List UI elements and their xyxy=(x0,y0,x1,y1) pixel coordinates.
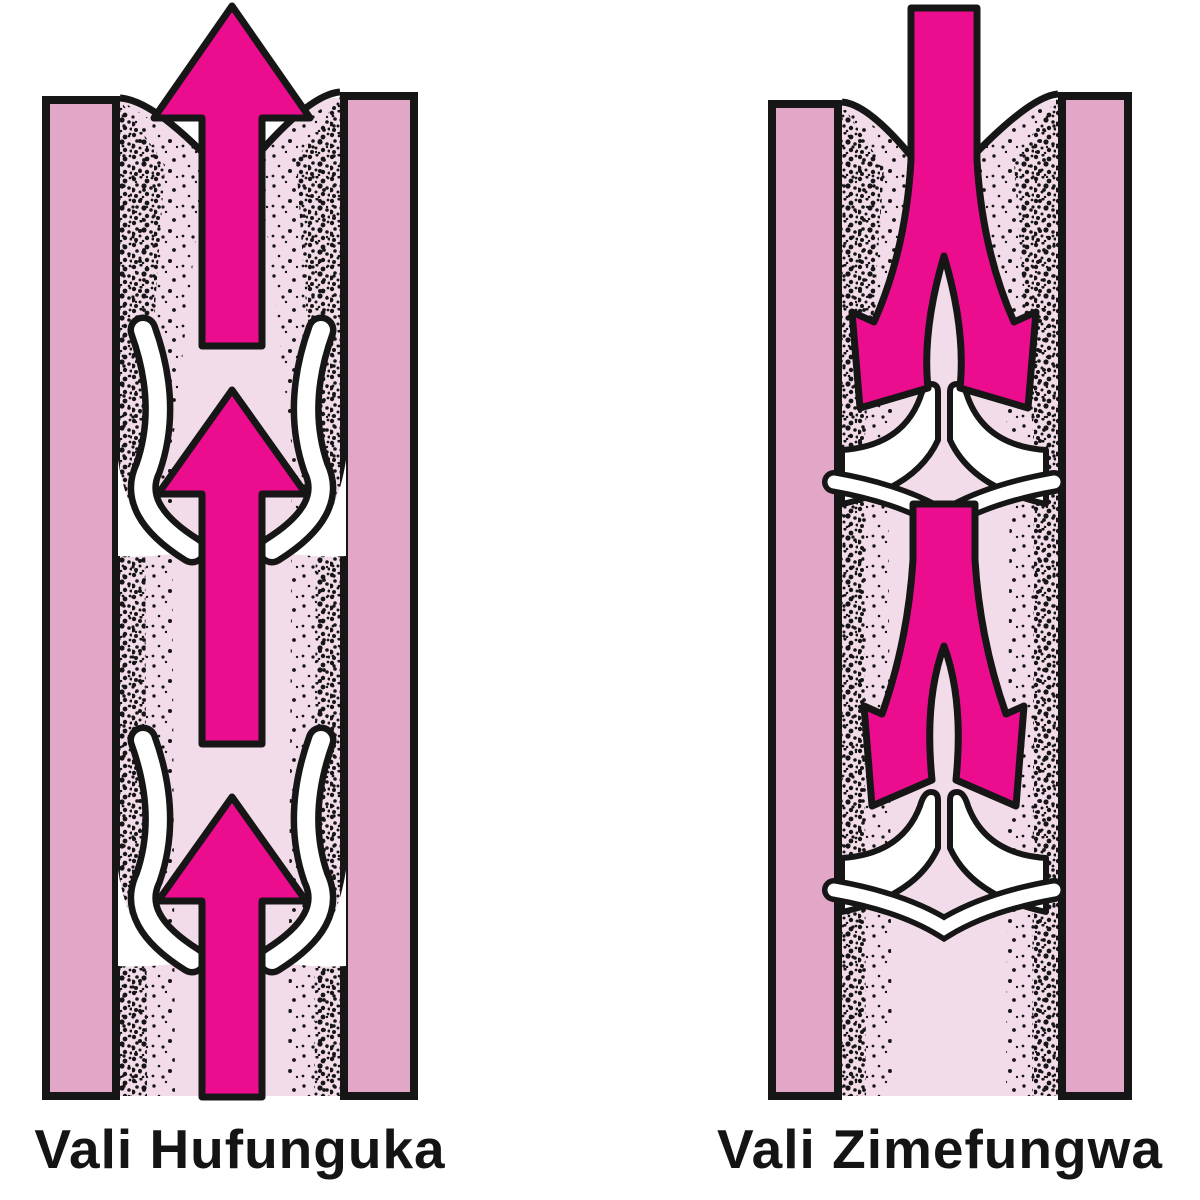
vessel-open-panel: Vali Hufunguka xyxy=(34,2,445,1180)
up-flow-arrow-icon xyxy=(154,793,310,1101)
vessel-wall-right xyxy=(340,92,418,1100)
stipple-lining-right-dense xyxy=(1014,96,1058,1096)
vessel-mouth-left xyxy=(842,98,911,156)
closed-leaflet-left xyxy=(839,789,941,915)
open-valve-upper xyxy=(118,314,346,566)
stipple-lining-left-dense xyxy=(120,100,165,1096)
closed-leaflet-left xyxy=(839,381,941,507)
closed-leaflet-right xyxy=(947,381,1049,507)
valve-ring xyxy=(827,883,1061,936)
vessel-wall-left xyxy=(42,96,120,1100)
up-flow-arrow-icon xyxy=(154,386,310,748)
vessel-wall-left xyxy=(768,100,842,1100)
up-flow-arrow-icon xyxy=(150,2,314,350)
panel-label-open: Vali Hufunguka xyxy=(34,1118,445,1180)
vessel-wall-right xyxy=(1058,92,1132,1100)
valve-sinus-pocket-left xyxy=(118,870,186,967)
valve-leaflet-right xyxy=(263,731,330,969)
vessel-mouth-arc-right xyxy=(974,90,1059,155)
closed-valve-lower xyxy=(822,789,1066,943)
split-down-arrow-icon xyxy=(848,4,1040,412)
closed-leaflet-right xyxy=(947,789,1049,915)
valve-leaflet-right xyxy=(263,321,330,559)
vessel-mouth-arc-left xyxy=(841,98,914,159)
vessel-mouth-right xyxy=(977,90,1058,152)
valve-leaflet-left xyxy=(134,731,201,969)
panel-label-closed: Vali Zimefungwa xyxy=(717,1118,1163,1180)
valve-sinus-pocket-left xyxy=(118,460,186,557)
valve-sinus-pocket-right xyxy=(278,460,346,557)
split-down-arrow-icon xyxy=(860,500,1028,810)
vessel-closed-panel: Vali Zimefungwa xyxy=(717,4,1163,1180)
open-valve-lower xyxy=(118,724,346,976)
valve-leaflet-left xyxy=(134,321,201,559)
valve-sinus-pocket-right xyxy=(278,870,346,967)
